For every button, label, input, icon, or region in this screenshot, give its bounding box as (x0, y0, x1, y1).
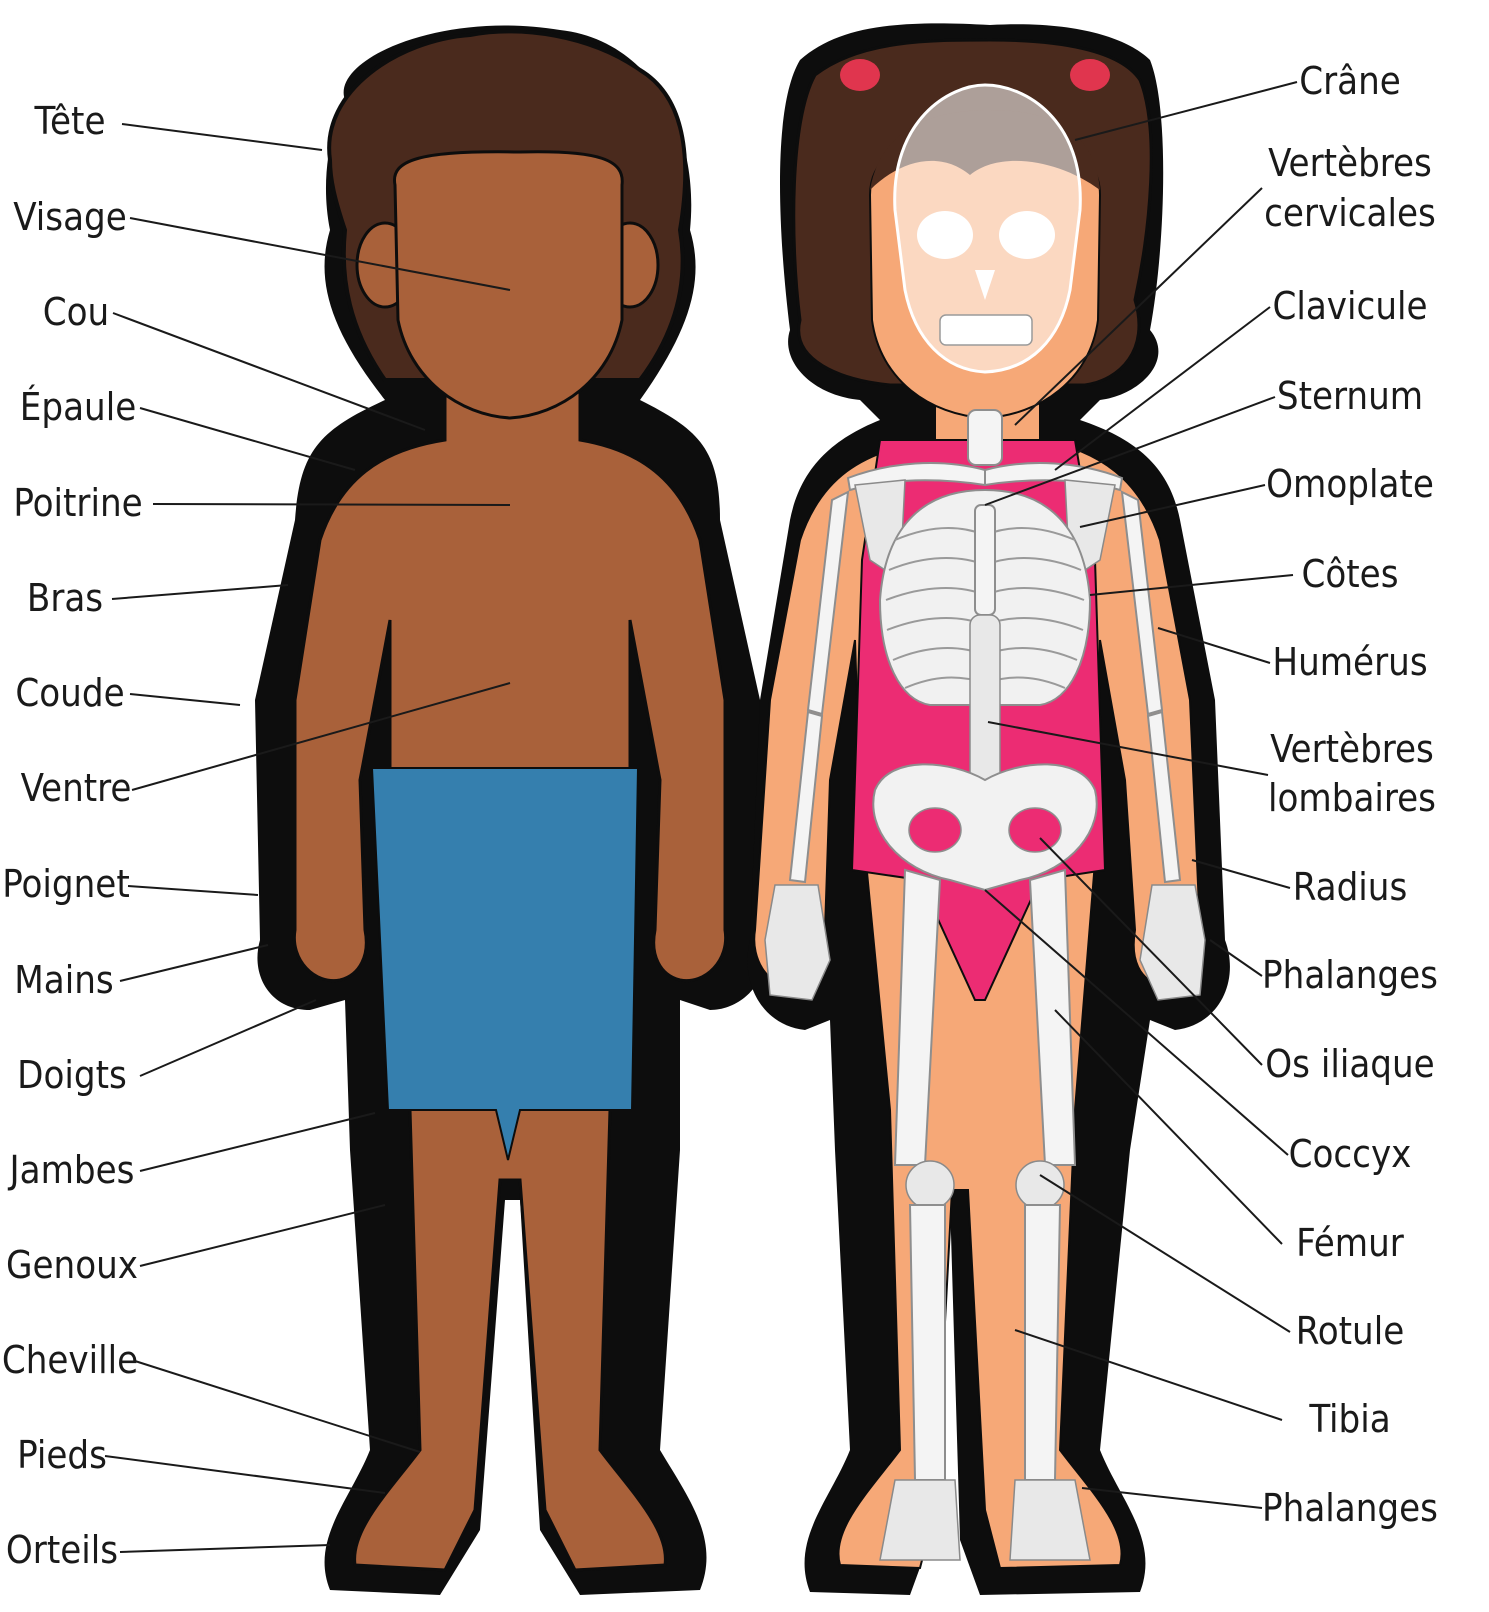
label-genoux: Genoux (6, 1243, 138, 1287)
label-radius: Radius (1293, 865, 1408, 909)
girl-left-hair-tie (840, 59, 880, 91)
boy-figure (255, 25, 764, 1595)
label-femur: Fémur (1296, 1221, 1405, 1265)
label-poignet: Poignet (2, 862, 130, 906)
boy-shorts (372, 768, 638, 1160)
label-coccyx: Coccyx (1289, 1132, 1412, 1176)
label-cotes: Côtes (1301, 552, 1398, 596)
label-poitrine: Poitrine (13, 481, 142, 525)
left-labels: Tête Visage Cou Épaule Poitrine Bras Cou… (2, 99, 143, 1572)
label-orteils: Orteils (6, 1528, 118, 1572)
label-epaule: Épaule (20, 385, 136, 429)
label-os-iliaque: Os iliaque (1265, 1042, 1434, 1086)
label-phalanges-foot: Phalanges (1262, 1486, 1438, 1530)
label-clavicule: Clavicule (1272, 284, 1427, 328)
label-crane: Crâne (1299, 59, 1401, 103)
right-labels: Crâne Vertèbres cervicales Clavicule Ste… (1262, 59, 1438, 1530)
label-mains: Mains (14, 958, 113, 1002)
label-doigts: Doigts (17, 1053, 127, 1097)
girl-figure (747, 23, 1229, 1595)
label-jambes: Jambes (8, 1148, 135, 1192)
label-humerus: Humérus (1272, 640, 1427, 684)
girl-right-hair-tie (1070, 59, 1110, 91)
label-visage: Visage (13, 195, 127, 239)
boy-face (394, 152, 622, 418)
label-vertebres-cervicales-2: cervicales (1264, 191, 1436, 235)
label-bras: Bras (27, 576, 103, 620)
label-vertebres-lombaires-2: lombaires (1268, 776, 1436, 820)
label-tete: Tête (33, 99, 105, 143)
label-vertebres-lombaires-1: Vertèbres (1270, 727, 1434, 771)
label-rotule: Rotule (1296, 1309, 1405, 1353)
label-pieds: Pieds (17, 1433, 107, 1477)
label-ventre: Ventre (21, 766, 132, 810)
label-coude: Coude (15, 671, 124, 715)
label-cheville: Cheville (2, 1338, 138, 1382)
label-tibia: Tibia (1308, 1397, 1390, 1441)
label-omoplate: Omoplate (1266, 462, 1434, 506)
label-sternum: Sternum (1277, 374, 1423, 418)
label-cou: Cou (43, 290, 109, 334)
label-phalanges-hand: Phalanges (1262, 953, 1438, 997)
label-vertebres-cervicales-1: Vertèbres (1268, 141, 1432, 185)
